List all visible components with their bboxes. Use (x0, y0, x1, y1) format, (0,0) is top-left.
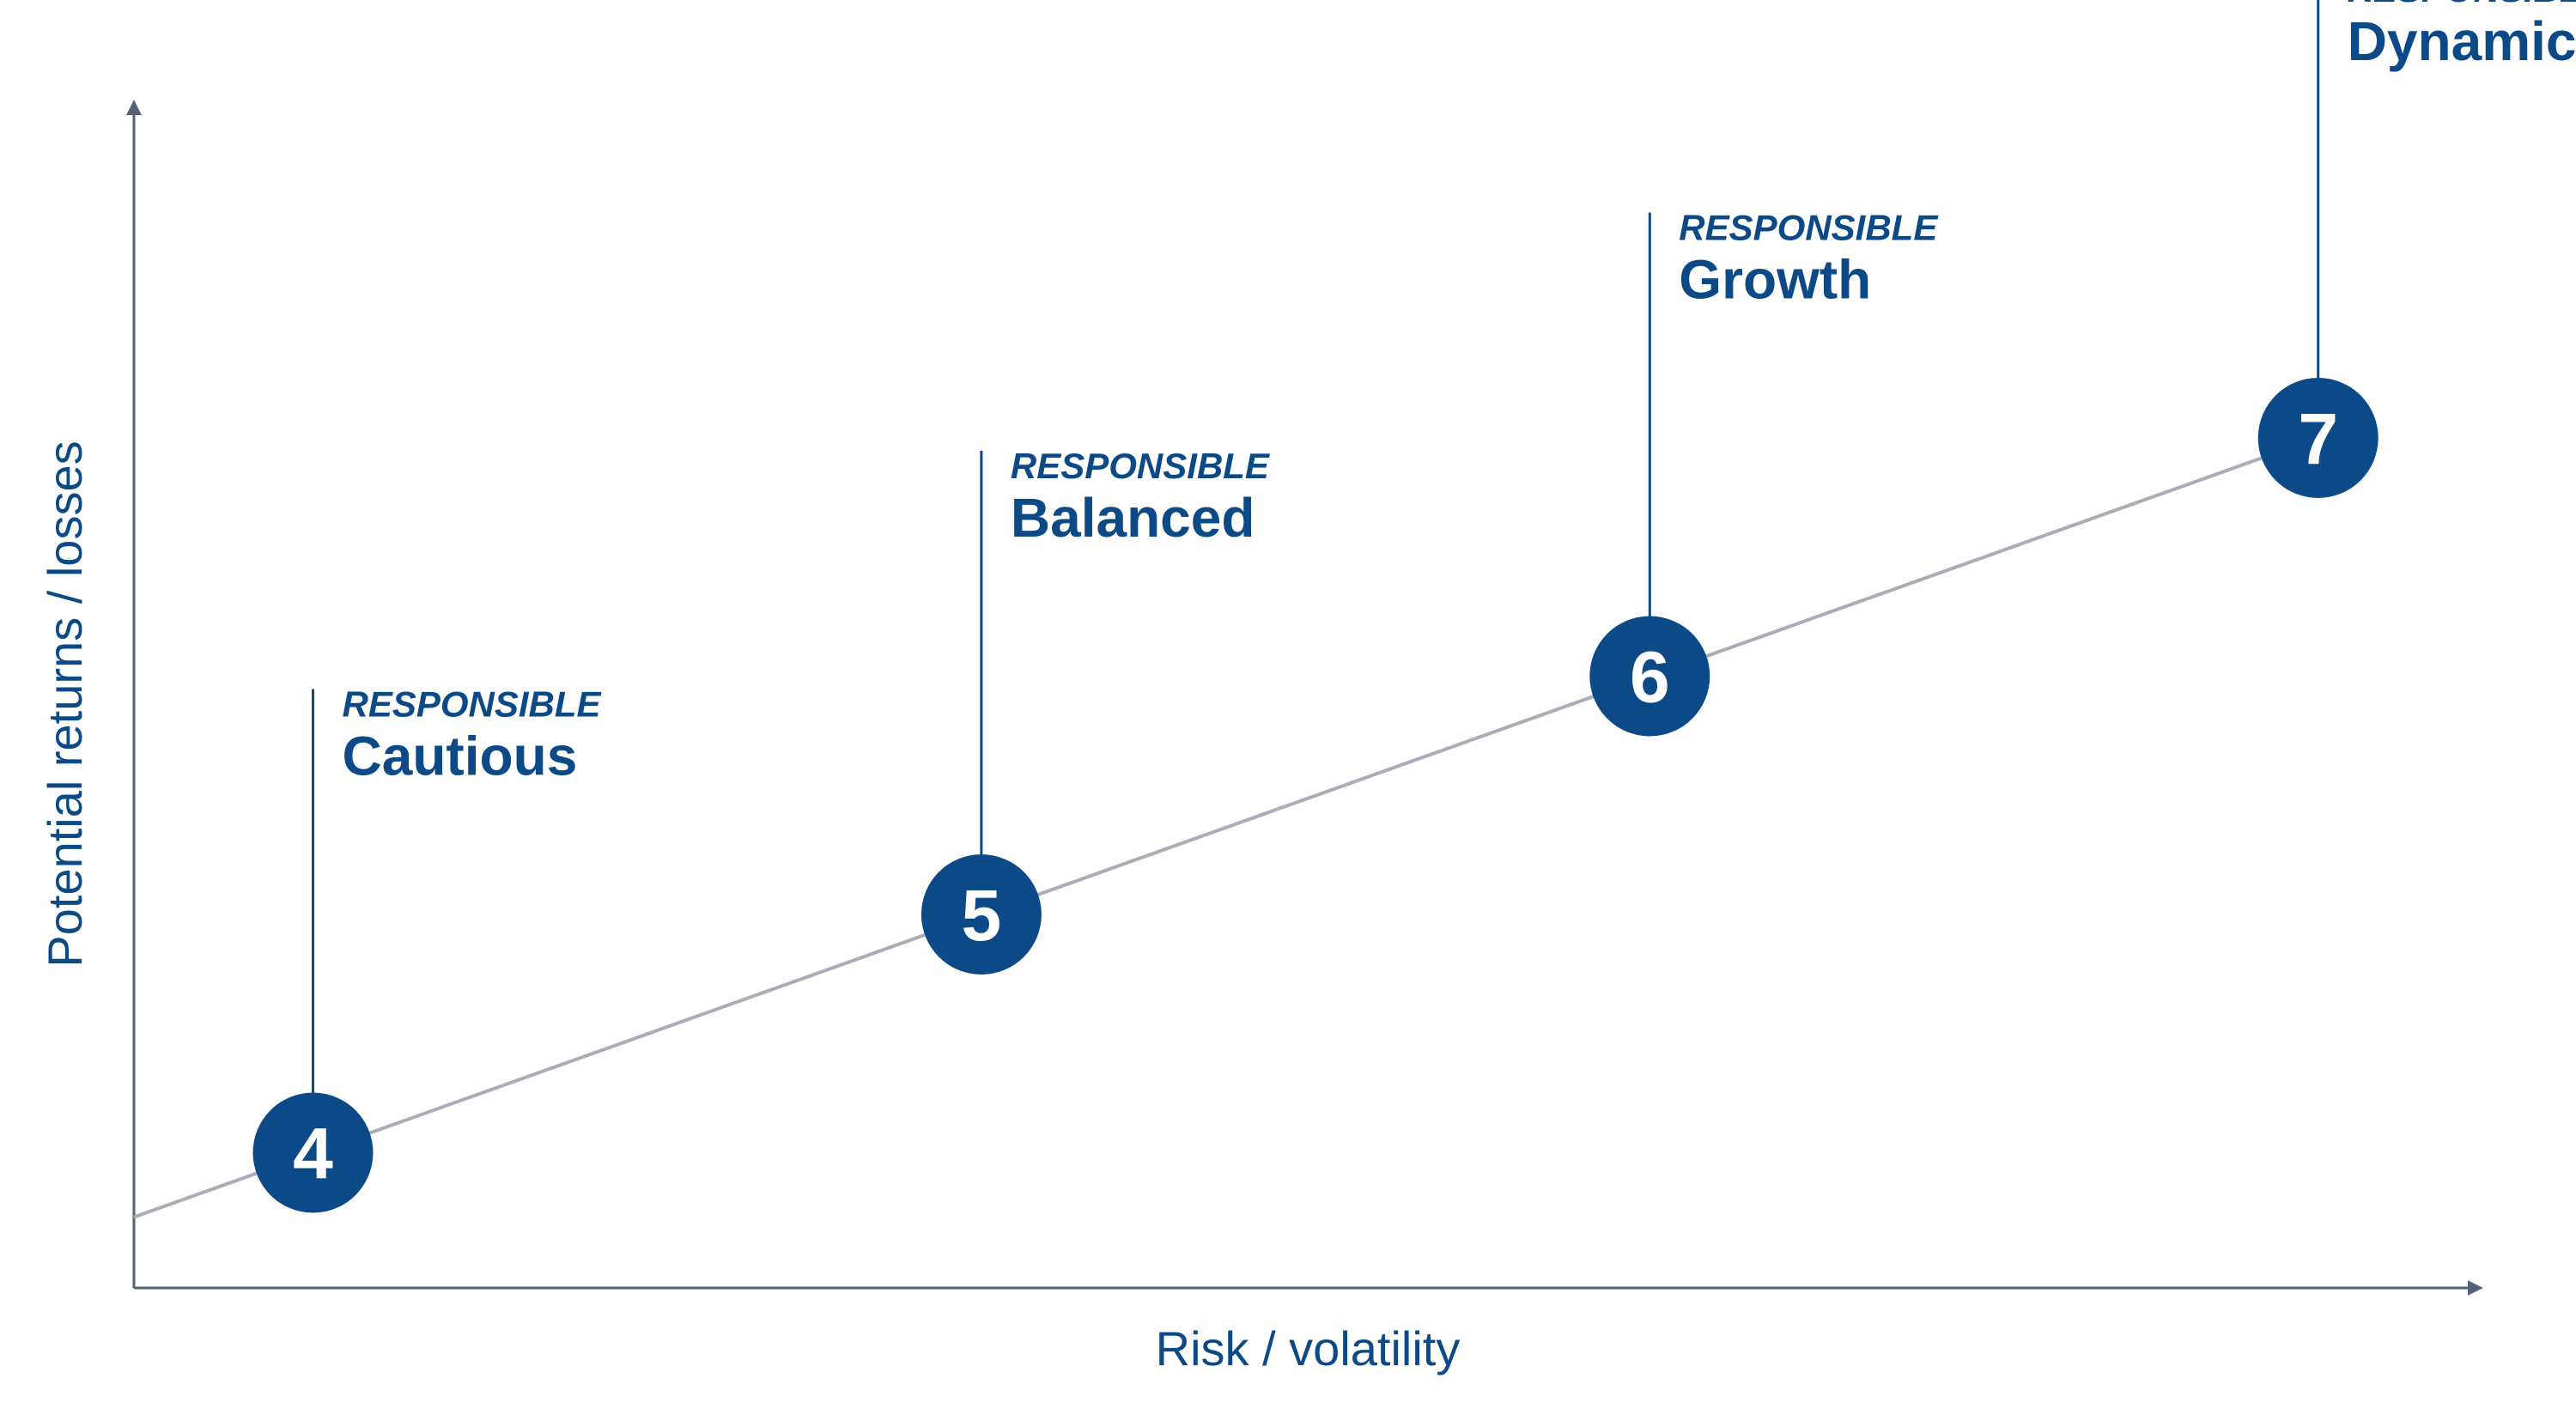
fund-point-dynamic: 7 RESPONSIBLEDynamic (2257, 0, 2576, 498)
fund-name: Balanced (1011, 487, 1255, 549)
fund-name: Growth (1679, 249, 1871, 311)
fund-kicker: RESPONSIBLE (1679, 208, 1939, 248)
trend-line (133, 436, 2319, 1219)
y-axis-label: Potential returns / losses (38, 440, 92, 967)
x-axis-label: Risk / volatility (1156, 1321, 1461, 1376)
point-marker (252, 1092, 374, 1213)
fund-points: 4RESPONSIBLECautious5RESPONSIBLEBalanced… (252, 0, 2576, 1213)
fund-name: Cautious (343, 726, 578, 787)
point-marker (2257, 378, 2379, 498)
point-number: 5 (962, 875, 1002, 956)
point-number: 4 (293, 1114, 333, 1194)
point-number: 6 (1630, 637, 1670, 718)
fund-name: Dynamic (2348, 10, 2576, 72)
point-number: 7 (2298, 398, 2338, 479)
point-marker (920, 854, 1042, 975)
fund-kicker: RESPONSIBLE (343, 684, 603, 725)
fund-kicker: RESPONSIBLE (2348, 0, 2576, 9)
point-marker (1589, 616, 1710, 737)
fund-kicker: RESPONSIBLE (1011, 446, 1271, 486)
